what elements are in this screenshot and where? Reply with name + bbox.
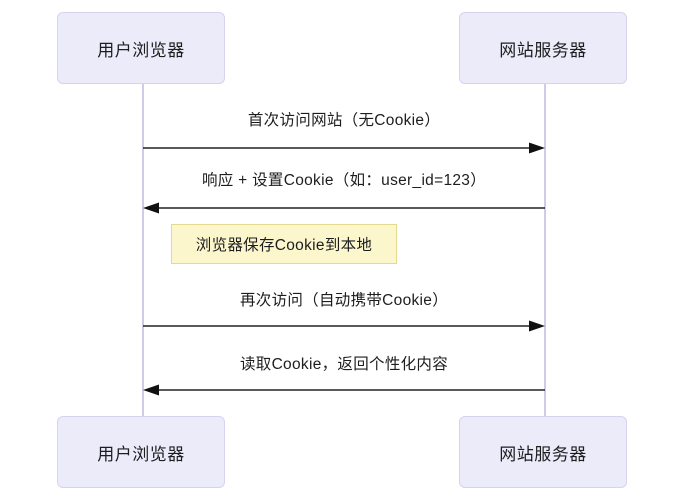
lifeline-server — [544, 84, 546, 416]
message-label-1: 首次访问网站（无Cookie） — [247, 112, 441, 129]
participant-label: 网站服务器 — [499, 40, 587, 60]
participant-server-bottom[interactable]: 网站服务器 — [459, 416, 627, 488]
participant-browser-top[interactable]: 用户浏览器 — [57, 12, 225, 84]
message-arrow-4-left — [143, 384, 545, 396]
participant-label: 网站服务器 — [499, 444, 587, 464]
message-label-4: 读取Cookie，返回个性化内容 — [239, 356, 449, 373]
message-arrow-1-right — [143, 142, 545, 154]
note-label: 浏览器保存Cookie到本地 — [195, 237, 373, 254]
message-arrow-3-right — [143, 320, 545, 332]
message-label-3: 再次访问（自动携带Cookie） — [239, 292, 449, 309]
participant-label: 用户浏览器 — [97, 444, 185, 464]
note-browser-saves-cookie: 浏览器保存Cookie到本地 — [171, 224, 397, 264]
message-label-2: 响应 + 设置Cookie（如：user_id=123） — [201, 172, 487, 189]
lifeline-browser — [142, 84, 144, 416]
participant-browser-bottom[interactable]: 用户浏览器 — [57, 416, 225, 488]
message-arrow-2-left — [143, 202, 545, 214]
participant-label: 用户浏览器 — [97, 40, 185, 60]
participant-server-top[interactable]: 网站服务器 — [459, 12, 627, 84]
